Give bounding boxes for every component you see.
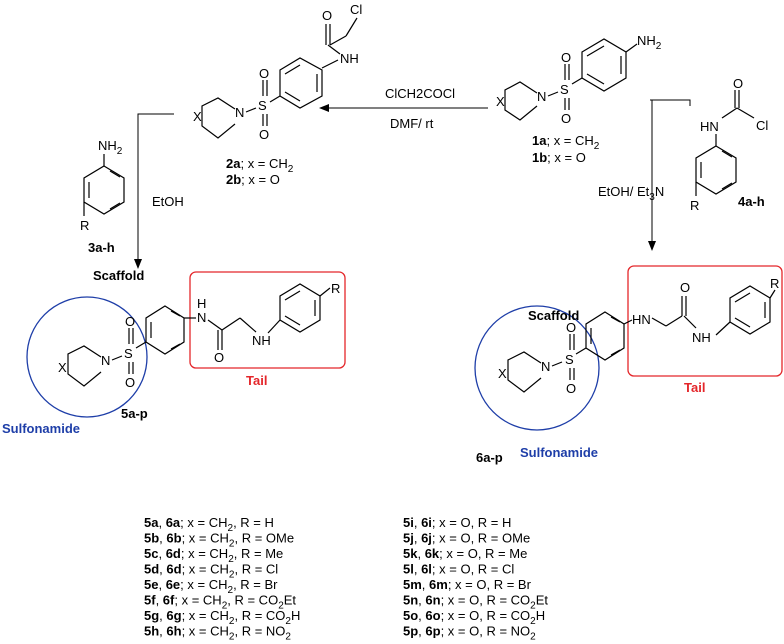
sulfonamide-circle-5 [26, 296, 148, 418]
oxygen-label-6: O [680, 280, 690, 295]
legend-row-5n: 5n, 6n; x = O, R = CO2Et [403, 593, 548, 612]
legend-row-5h: 5h, 6h; x = CH2, R = NO2 [144, 624, 291, 643]
x-label-6: X [498, 366, 507, 381]
x-label-2: X [193, 109, 202, 124]
legend-row-5l: 5l, 6l; x = O, R = Cl [403, 562, 514, 577]
legend-right: 5i, 6i; x = O, R = H5j, 6j; x = O, R = O… [403, 515, 548, 643]
oxygen-label-2a: O [259, 66, 269, 81]
oxygen-label-4: O [733, 76, 743, 91]
sulfur-label-6: S [565, 352, 574, 367]
amine-label-1: NH2 [637, 33, 662, 52]
left-solvent: EtOH [152, 194, 184, 209]
compound-4-structure: O Cl HN R [690, 76, 768, 213]
x-label-5: X [58, 360, 67, 375]
compound-6-label: 6a-p [476, 450, 503, 465]
tail-label-6: Tail [684, 380, 705, 395]
oxygen-label-5: O [214, 350, 224, 365]
legend-row-5b: 5b, 6b; x = CH2, R = OMe [144, 531, 294, 550]
x-label-1: X [496, 94, 505, 109]
oxygen-label-6b: O [566, 381, 576, 396]
legend-row-5m: 5m, 6m; x = O, R = Br [403, 577, 532, 592]
legend-row-5g: 5g, 6g; x = CH2, R = CO2H [144, 608, 300, 627]
arrow-2-to-5 [134, 113, 174, 269]
oxygen-label-2c: O [322, 8, 332, 23]
amine-label-3: NH2 [98, 138, 123, 157]
nh-label-5b: NH [252, 333, 271, 348]
tail-box-5 [189, 271, 346, 369]
scaffold-label-5: Scaffold [93, 268, 144, 283]
oxygen-label-2b: O [259, 127, 269, 142]
n-label-5a: N [197, 310, 206, 325]
compound-2b-label: 2b; x = O [226, 172, 280, 187]
compound-4-label: 4a-h [738, 194, 765, 209]
r-label-4: R [690, 198, 699, 213]
sulfur-label-5: S [124, 346, 133, 361]
oxygen-label-5a: O [125, 314, 135, 329]
compound-1-structure: NH2 S O O N X [496, 33, 662, 126]
compound-5-label: 5a-p [121, 406, 148, 421]
nitrogen-label-1: N [537, 89, 546, 104]
legend-row-5a: 5a, 6a; x = CH2, R = H [144, 515, 274, 534]
oxygen-label-5b: O [125, 375, 135, 390]
r-label-5: R [331, 281, 340, 296]
arrow-1-to-6 [648, 99, 656, 251]
arrow-branch [650, 99, 691, 106]
sulfonamide-label-5: Sulfonamide [2, 421, 80, 436]
nh-label-6: NH [692, 330, 711, 345]
oxygen-label-1a: O [561, 50, 571, 65]
compound-1a-label: 1a; x = CH2 [532, 133, 600, 152]
compound-2a-label: 2a; x = CH2 [226, 156, 294, 175]
legend-row-5j: 5j, 6j; x = O, R = OMe [403, 531, 530, 546]
compound-1b-label: 1b; x = O [532, 150, 586, 165]
nh-label-2: NH [340, 51, 359, 66]
sulfonamide-circle-6 [474, 305, 600, 431]
oxygen-label-6a: O [566, 320, 576, 335]
legend-row-5e: 5e, 6e; x = CH2, R = Br [144, 577, 278, 596]
sulfonamide-label-6: Sulfonamide [520, 445, 598, 460]
chlorine-label-2: Cl [350, 2, 362, 17]
legend-row-5f: 5f, 6f; x = CH2, R = CO2Et [144, 593, 296, 612]
legend-row-5d: 5d, 6d; x = CH2, R = Cl [144, 562, 278, 581]
top-reagent: ClCH2COCl [385, 86, 455, 101]
legend-row-5p: 5p, 6p; x = O, R = NO2 [403, 624, 536, 643]
chlorine-label-4: Cl [756, 118, 768, 133]
h-label-5a: H [197, 296, 206, 311]
legend-left: 5a, 6a; x = CH2, R = H5b, 6b; x = CH2, R… [144, 515, 300, 643]
hn-label-6: HN [632, 312, 651, 327]
sulfur-label-1: S [560, 82, 569, 97]
legend-row-5i: 5i, 6i; x = O, R = H [403, 515, 511, 530]
nitrogen-label-6: N [541, 359, 550, 374]
compound-3-label: 3a-h [88, 240, 115, 255]
compound-6-structure: HN O NH R S O O N X [498, 276, 779, 396]
nitrogen-label-5: N [101, 353, 110, 368]
sulfur-label-2: S [258, 98, 267, 113]
right-conditions: EtOH/ Et3N [598, 184, 664, 203]
tail-label-5: Tail [246, 373, 267, 388]
compound-5-structure: N H O NH R S O O N X [58, 281, 340, 390]
r-label-6: R [770, 276, 779, 291]
hn-label-4: HN [700, 119, 719, 134]
tail-box-6 [627, 265, 783, 377]
oxygen-label-1b: O [561, 111, 571, 126]
compound-2-structure: Cl O NH S O O N X [193, 2, 362, 142]
legend-row-5c: 5c, 6d; x = CH2, R = Me [144, 546, 283, 565]
r-label-3: R [80, 218, 89, 233]
top-conditions: DMF/ rt [390, 116, 434, 131]
nitrogen-label-2: N [235, 105, 244, 120]
compound-3-structure: NH2 R [80, 138, 125, 233]
legend-row-5k: 5k, 6k; x = O, R = Me [403, 546, 527, 561]
scaffold-label-6: Scaffold [528, 308, 579, 323]
legend-row-5o: 5o, 6o; x = O, R = CO2H [403, 608, 545, 627]
